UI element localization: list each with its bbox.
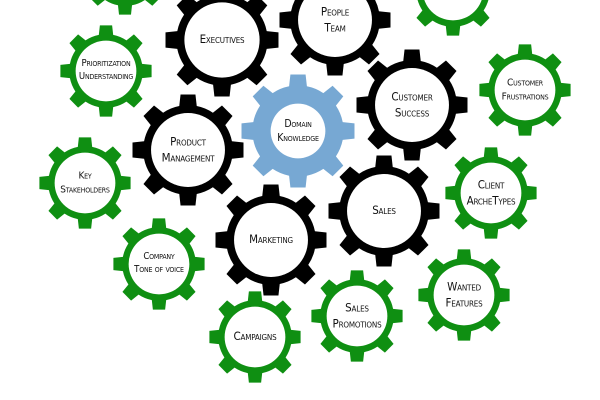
gear-campaigns bbox=[209, 291, 301, 383]
gear-label-line: Wanted bbox=[447, 279, 481, 294]
gear-company-tone-of-voice bbox=[113, 218, 205, 310]
gear-hub bbox=[347, 174, 421, 248]
gear-hub bbox=[128, 233, 190, 295]
gear-wanted-features bbox=[418, 249, 510, 341]
gear-label-line: Client bbox=[477, 177, 505, 192]
gear-hub bbox=[224, 306, 286, 368]
gear-sales-promotions bbox=[311, 270, 403, 362]
gear-label-line: ArcheTypes bbox=[466, 193, 516, 207]
gear-label-campaigns: Campaigns bbox=[234, 329, 277, 345]
gear-hub bbox=[54, 152, 116, 214]
gear-label-line: Product bbox=[170, 134, 206, 149]
gear-hub bbox=[424, 0, 482, 21]
gear-label-line: Domain bbox=[284, 117, 312, 130]
gear-label-line: Company bbox=[143, 251, 175, 263]
gear-icon bbox=[91, 0, 159, 15]
gear-label-line: Success bbox=[394, 105, 430, 119]
gear-prioritization-understanding bbox=[60, 25, 152, 117]
gear-label-line: People bbox=[320, 4, 350, 19]
gear-label-line: Management bbox=[161, 150, 215, 164]
gear-customer-success bbox=[356, 49, 468, 161]
gear-hub bbox=[494, 59, 556, 121]
gear-marketing bbox=[215, 184, 327, 296]
gear-top-left-partial bbox=[91, 0, 159, 15]
gear-label-line: Understanding bbox=[78, 71, 134, 82]
gear-hub bbox=[298, 0, 372, 57]
gear-people-team bbox=[279, 0, 391, 76]
gear-label-line: Campaigns bbox=[233, 329, 277, 344]
gear-product-management bbox=[132, 94, 244, 206]
gear-label-line: Customer bbox=[507, 77, 543, 89]
gear-label-line: Executives bbox=[199, 32, 245, 47]
gear-hub bbox=[151, 113, 225, 187]
gear-label-line: Features bbox=[445, 295, 483, 309]
gear-pipelines bbox=[416, 0, 490, 36]
gear-hub bbox=[184, 2, 260, 78]
gear-label-executives: Executives bbox=[200, 32, 245, 48]
gear-label-line: Promotions bbox=[332, 316, 382, 330]
gear-label-sales: Sales bbox=[372, 203, 396, 219]
gear-label-line: Knowledge bbox=[277, 132, 319, 144]
gear-sales bbox=[328, 155, 440, 267]
gear-customer-frustrations bbox=[479, 44, 571, 136]
gear-label-line: Sales bbox=[345, 300, 369, 315]
gear-label-line: Frustrations bbox=[501, 91, 549, 102]
gear-label-line: Tone of voice bbox=[134, 264, 184, 275]
gear-key-stakeholders bbox=[39, 137, 131, 229]
gear-label-line: Stakeholders bbox=[60, 184, 110, 195]
gear-hub bbox=[326, 285, 388, 347]
gear-label-line: Prioritization bbox=[81, 58, 131, 70]
gear-domain-knowledge bbox=[241, 74, 355, 188]
gear-label-marketing: Marketing bbox=[249, 232, 293, 248]
gear-hub bbox=[460, 162, 522, 224]
gear-label-line: Key bbox=[78, 170, 92, 182]
gear-hub bbox=[234, 203, 308, 277]
gear-executives bbox=[165, 0, 279, 97]
gear-label-line: Team bbox=[324, 20, 346, 34]
gear-label-line: Customer bbox=[391, 89, 433, 104]
gear-hub bbox=[375, 68, 449, 142]
gear-hub bbox=[270, 103, 326, 159]
gear-client-archetypes bbox=[445, 147, 537, 239]
gear-hub bbox=[75, 40, 137, 102]
gear-hub bbox=[433, 264, 495, 326]
gear-label-line: Marketing bbox=[249, 232, 293, 247]
gear-label-line: Sales bbox=[372, 203, 396, 218]
